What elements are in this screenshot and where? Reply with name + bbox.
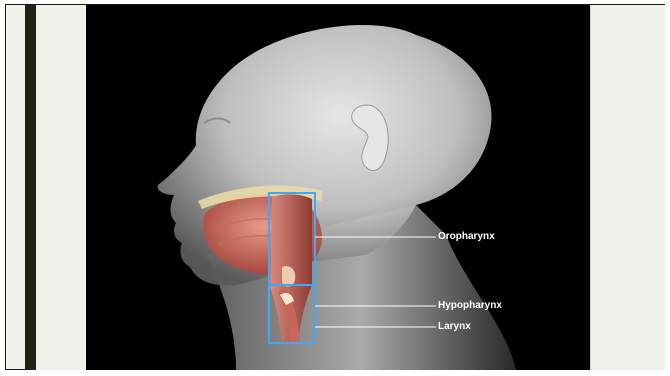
anatomy-illustration: Oropharynx Hypopharynx Larynx <box>86 5 590 370</box>
hypopharynx-label: Hypopharynx <box>438 300 502 311</box>
left-margin-panel <box>36 5 86 370</box>
right-margin-panel <box>590 5 665 370</box>
left-accent-bar <box>25 5 36 370</box>
oropharynx-label: Oropharynx <box>438 231 495 242</box>
anatomy-svg <box>86 5 590 370</box>
larynx-label: Larynx <box>438 321 471 332</box>
